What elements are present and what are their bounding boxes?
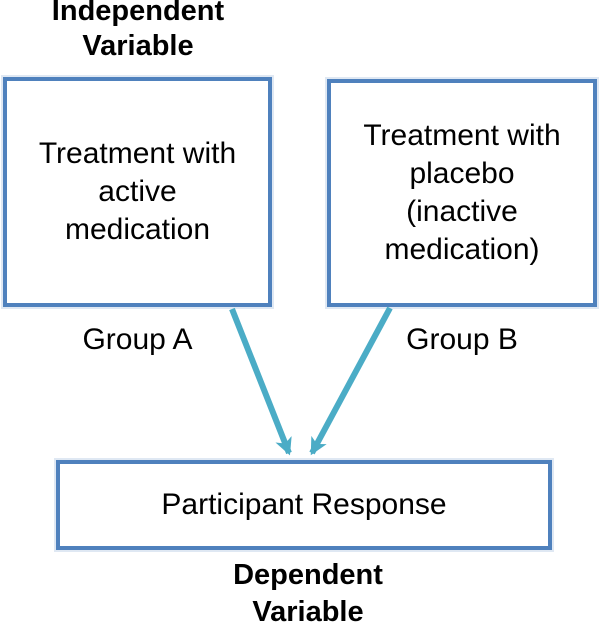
treatment-placebo-label: Treatment with placebo (inactive medicat…	[363, 119, 561, 266]
independent-variable-title: Independent Variable	[51, 0, 225, 62]
treatment-active-label: Treatment with active medication	[38, 137, 237, 246]
treatment-active-box: Treatment with active medication	[3, 77, 272, 307]
treatment-placebo-box: Treatment with placebo (inactive medicat…	[327, 79, 597, 307]
participant-response-label: Participant Response	[161, 488, 447, 521]
dependent-variable-title: Dependent Variable	[233, 559, 383, 628]
participant-response-box: Participant Response	[56, 460, 552, 550]
group-b-label: Group B	[406, 323, 518, 356]
group-a-label: Group A	[82, 323, 193, 356]
